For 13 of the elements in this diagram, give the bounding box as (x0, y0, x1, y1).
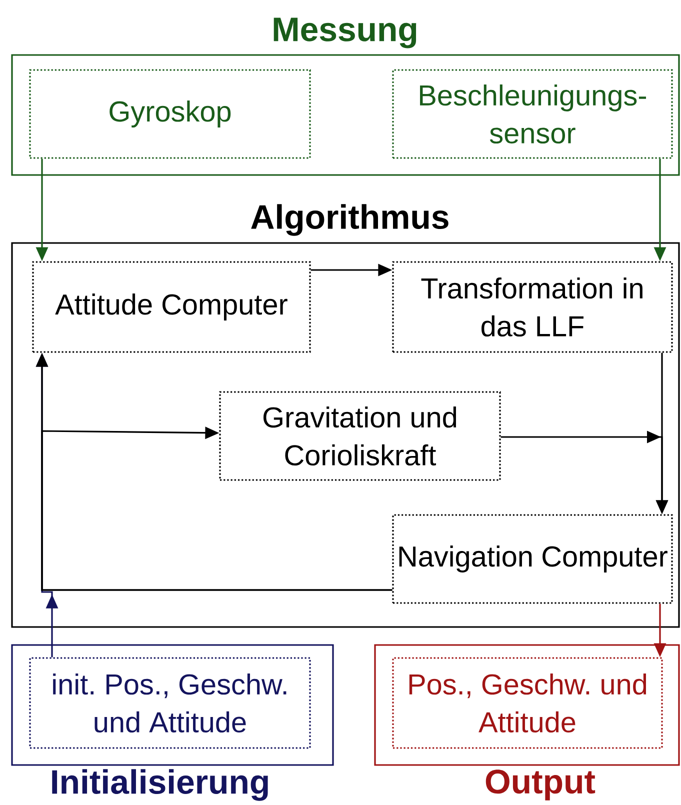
node-label: Initialisierung (52, 769, 268, 801)
process-box: Attitude Computer (32, 261, 311, 353)
process-box: Transformation in das LLF (392, 261, 673, 353)
node-label: Algorithmus (251, 204, 448, 236)
process-box: Gravitation und Corioliskraft (219, 391, 501, 481)
process-box: Pos., Geschw. und Attitude (392, 657, 663, 749)
process-box: Gyroskop (29, 69, 311, 159)
node-label: Messung (274, 18, 416, 48)
process-box: init. Pos., Geschw. und Attitude (29, 657, 311, 749)
node-label: Output (486, 770, 596, 800)
process-box: Navigation Computer (392, 514, 673, 604)
process-box: Beschleunigungs- sensor (392, 69, 673, 159)
arrow (41, 426, 392, 591)
